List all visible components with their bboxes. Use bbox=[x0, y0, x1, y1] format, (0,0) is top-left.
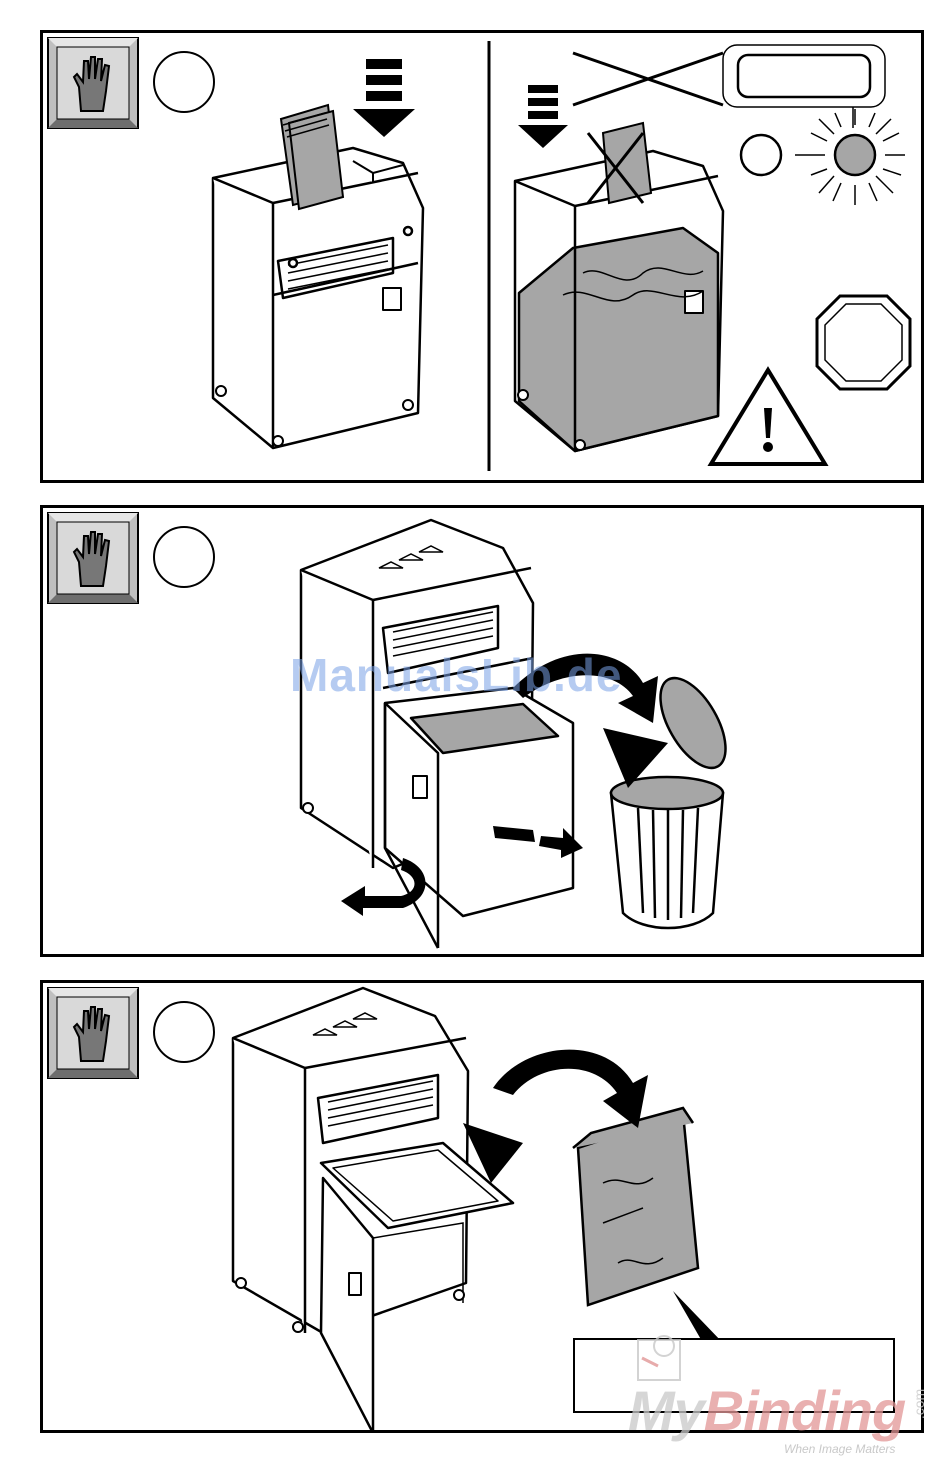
brand-suffix: .com bbox=[911, 1389, 927, 1419]
indicator-light-icon bbox=[741, 135, 781, 175]
brand-name: MyBinding bbox=[628, 1378, 905, 1443]
brand-name-part1: My bbox=[628, 1379, 704, 1442]
indicator-light-icon bbox=[795, 109, 905, 205]
brand-logo: MyBinding .com When Image Matters bbox=[628, 1330, 938, 1460]
step-panel-1 bbox=[40, 30, 924, 483]
step-panel-2 bbox=[40, 505, 924, 957]
brand-name-part2: Binding bbox=[704, 1379, 905, 1442]
scene-empty-bin bbox=[43, 508, 921, 954]
warning-triangle-icon bbox=[711, 370, 825, 464]
watermark-text: ManualsLib.de bbox=[290, 648, 622, 702]
brand-tagline: When Image Matters bbox=[784, 1442, 895, 1456]
scene-shredder-feeding bbox=[43, 33, 921, 480]
waste-bag-icon bbox=[573, 1108, 698, 1305]
stop-octagon-icon bbox=[817, 296, 910, 389]
arrow-icon bbox=[353, 59, 415, 137]
